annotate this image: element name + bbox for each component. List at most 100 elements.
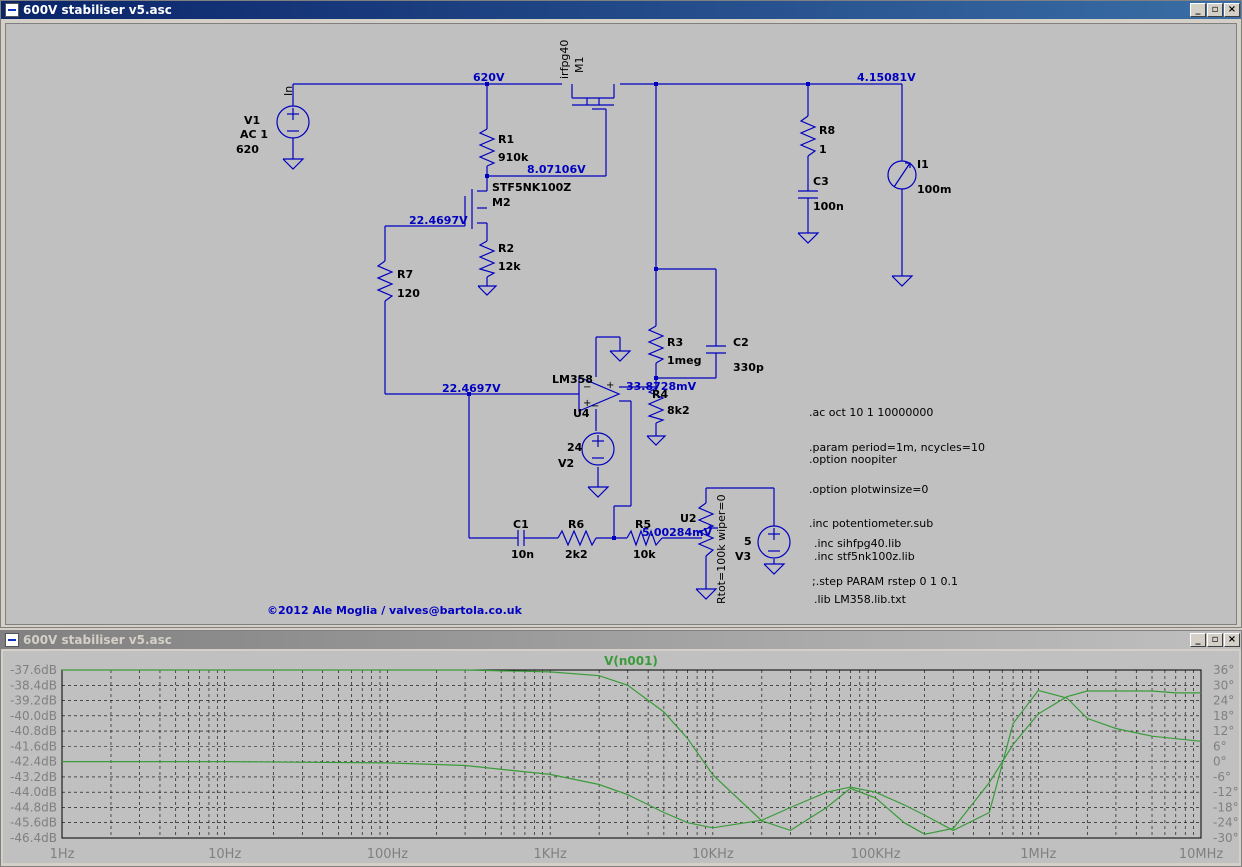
u2-params: Rtot=100k wiper=0 (715, 494, 728, 604)
c3-name: C3 (813, 175, 829, 188)
v3-value: 5 (744, 535, 752, 548)
resistors (376, 115, 817, 557)
y-left-tick-label: -46.4dB (10, 831, 57, 845)
plot-canvas[interactable]: -37.6dB-38.4dB-39.2dB-40.0dB-40.8dB-41.6… (3, 651, 1239, 863)
svg-text:+: + (606, 380, 614, 391)
u4-model: LM358 (552, 373, 593, 386)
ground-symbol (695, 588, 718, 600)
ground-symbol (587, 486, 610, 498)
resistor-r4 (647, 387, 665, 424)
plot-titlebar[interactable]: 600V stabiliser v5.asc _ ▫ × (1, 631, 1241, 649)
schematic-canvas[interactable]: 620V 4.15081V 8.07106V 22.4697V 22.4697V… (5, 23, 1237, 625)
c2-value: 330p (733, 361, 764, 374)
r5-value: 10k (633, 548, 656, 561)
vertical-grid (61, 670, 1194, 838)
opamp-u4 (578, 376, 621, 412)
ground-symbol (646, 435, 667, 446)
i1-value: 100m (917, 183, 951, 196)
y-right-tick-label: 24° (1213, 694, 1234, 708)
directive: .ac oct 10 1 10000000 (809, 406, 933, 419)
c2-name: C2 (733, 336, 749, 349)
close-button[interactable]: × (1224, 3, 1240, 17)
r3-value: 1meg (667, 354, 701, 367)
plot-app-icon[interactable] (5, 633, 19, 647)
m2-model: STF5NK100Z (492, 181, 571, 194)
v1-name: V1 (244, 114, 260, 127)
directive: .inc stf5nk100z.lib (814, 550, 915, 563)
y-left-tick-label: -38.4dB (10, 678, 57, 692)
v1-ac: AC 1 (240, 128, 268, 141)
plot-minimize-button[interactable]: _ (1190, 633, 1206, 647)
r6-value: 2k2 (565, 548, 588, 561)
wires (292, 83, 903, 589)
x-tick-label: 1Hz (50, 847, 75, 862)
y-right-tick-label: 12° (1213, 724, 1234, 738)
y-right-tick-label: 36° (1213, 663, 1234, 677)
r4-name: R4 (652, 388, 668, 401)
svg-text:−: − (591, 401, 599, 412)
v2-name: V2 (558, 457, 574, 470)
restore-button[interactable]: ▫ (1207, 3, 1223, 17)
ground-symbol (763, 563, 786, 575)
voltage-source-v2 (581, 432, 615, 466)
node-label: 8.07106V (527, 163, 586, 176)
schematic-app-icon[interactable] (5, 3, 19, 17)
r1-name: R1 (498, 133, 514, 146)
ground-symbol (477, 285, 498, 296)
potentiometer-u2 (697, 502, 715, 557)
plot-restore-button[interactable]: ▫ (1207, 633, 1223, 647)
resistor-r8 (799, 115, 817, 157)
r7-value: 120 (397, 287, 420, 300)
y-left-tick-label: -43.2dB (10, 770, 57, 784)
r5-name: R5 (635, 518, 651, 531)
y-right-tick-label: 30° (1213, 678, 1234, 692)
m1-model: irfpg40 (558, 40, 571, 79)
spice-directives: .ac oct 10 1 10000000 .param period=1m, … (809, 406, 985, 606)
directive: .inc potentiometer.sub (809, 517, 933, 530)
y-right-ticks: 36°30°24°18°12°6°0°-6°-12°-18°-24°-30° (1213, 663, 1239, 845)
node-label: 22.4697V (442, 382, 501, 395)
schematic-window: 600V stabiliser v5.asc _ ▫ × (0, 0, 1242, 628)
schematic-titlebar[interactable]: 600V stabiliser v5.asc _ ▫ × (1, 1, 1241, 19)
node-label: 620V (473, 71, 505, 84)
y-left-tick-label: -41.6dB (10, 739, 57, 753)
y-right-tick-label: -30° (1213, 831, 1239, 845)
x-tick-label: 10Hz (208, 847, 241, 862)
resistor-r7 (376, 260, 394, 302)
v3-name: V3 (735, 550, 751, 563)
bode-plot[interactable]: -37.6dB-38.4dB-39.2dB-40.0dB-40.8dB-41.6… (3, 651, 1239, 863)
node-label: 5.00284mV (642, 526, 713, 539)
voltage-source-v1 (276, 105, 310, 139)
copyright-text: ©2012 Ale Moglia / valves@bartola.co.uk (267, 604, 523, 617)
node-label: 22.4697V (409, 214, 468, 227)
opamp-pin-marks: −+ +− (583, 380, 614, 412)
y-right-tick-label: 0° (1213, 755, 1227, 769)
directive: .option plotwinsize=0 (809, 483, 928, 496)
u2-name: U2 (680, 512, 697, 525)
u4-name: U4 (573, 407, 590, 420)
plot-close-button[interactable]: × (1224, 633, 1240, 647)
y-left-tick-label: -40.0dB (10, 709, 57, 723)
directive: .param period=1m, ncycles=10 (809, 441, 985, 454)
r8-value: 1 (819, 143, 827, 156)
x-tick-label: 1MHz (1020, 847, 1056, 862)
r1-value: 910k (498, 151, 529, 164)
y-right-tick-label: -12° (1213, 785, 1239, 799)
m2-name: M2 (492, 196, 511, 209)
trace-label[interactable]: V(n001) (604, 654, 658, 668)
y-right-tick-label: 6° (1213, 739, 1227, 753)
y-right-tick-label: -6° (1213, 770, 1231, 784)
schematic-drawing[interactable]: 620V 4.15081V 8.07106V 22.4697V 22.4697V… (6, 24, 1238, 624)
plot-area[interactable] (61, 669, 1202, 839)
directive: .option noopiter (809, 453, 897, 466)
grounds (282, 158, 914, 600)
magnitude-trace (62, 669, 1201, 835)
r6-name: R6 (568, 518, 584, 531)
y-left-tick-label: -39.2dB (10, 694, 57, 708)
y-right-tick-label: -24° (1213, 816, 1239, 830)
ground-symbol (282, 158, 305, 170)
minimize-button[interactable]: _ (1190, 3, 1206, 17)
i1-name: I1 (917, 158, 929, 171)
y-left-tick-label: -44.8dB (10, 800, 57, 814)
